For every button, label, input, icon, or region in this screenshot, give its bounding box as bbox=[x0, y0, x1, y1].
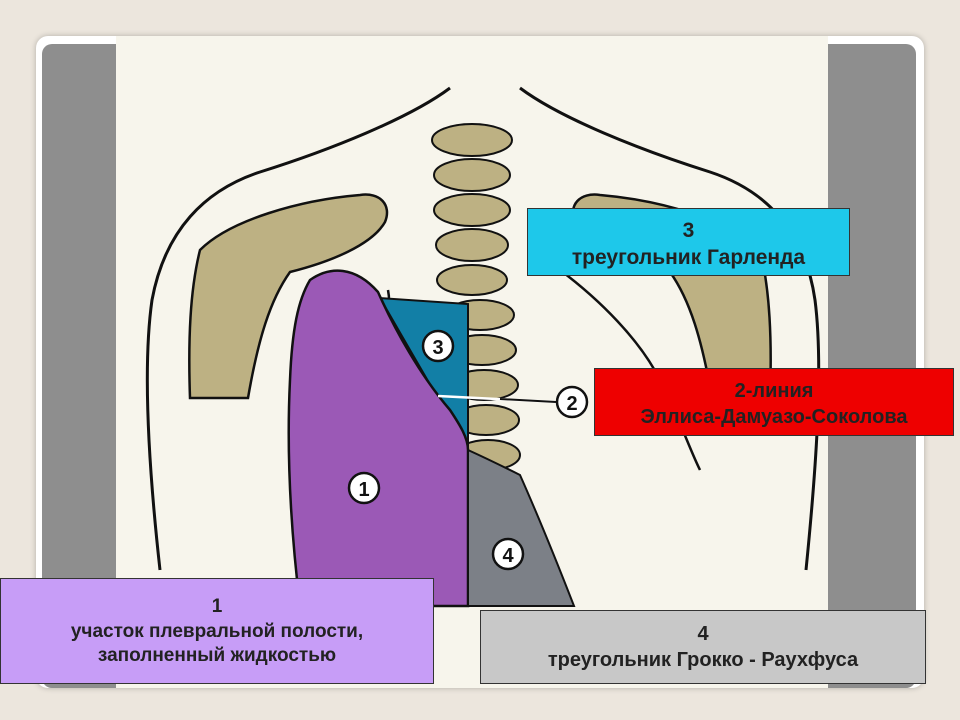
grocco-text: треугольник Грокко - Раухфуса bbox=[547, 649, 859, 671]
marker-3-circle bbox=[421, 329, 455, 363]
grocco-number: 4 bbox=[697, 623, 709, 645]
marker-4-text: 4 bbox=[502, 545, 514, 567]
garland-text: треугольник Гарленда bbox=[571, 246, 806, 270]
ellis-line-label: 2-линия Эллиса-Дамуазо-Соколова bbox=[594, 368, 954, 436]
torso-outline-left bbox=[145, 86, 451, 571]
garland-number: 3 bbox=[682, 219, 695, 242]
torso-outline-right bbox=[519, 86, 821, 571]
left-shoulder-bone bbox=[188, 193, 389, 400]
garland-triangle-label: 3 треугольник Гарленда bbox=[527, 208, 850, 276]
pleural-fluid-label: 1 участок плевральной полости, заполненн… bbox=[0, 578, 434, 684]
spine bbox=[431, 123, 521, 471]
pleural-fluid-zone bbox=[287, 269, 470, 608]
marker-1-text: 1 bbox=[358, 479, 369, 501]
marker-2-circle bbox=[555, 385, 589, 419]
marker-3-text: 3 bbox=[432, 337, 443, 359]
pleural-line2: заполненный жидкостью bbox=[97, 645, 337, 667]
grocco-triangle-label: 4 треугольник Грокко - Раухфуса bbox=[480, 610, 926, 684]
pleural-number: 1 bbox=[211, 596, 223, 617]
marker-1-circle bbox=[347, 471, 381, 505]
ellis-number: 2-линия bbox=[734, 380, 814, 402]
ellis-text: Эллиса-Дамуазо-Соколова bbox=[640, 406, 908, 428]
ellis-line-pointer bbox=[499, 398, 557, 403]
grocco-triangle-zone bbox=[467, 448, 576, 607]
marker-4-circle bbox=[491, 537, 525, 571]
pleural-line1: участок плевральной полости, bbox=[70, 620, 364, 642]
marker-2-text: 2 bbox=[566, 393, 577, 415]
